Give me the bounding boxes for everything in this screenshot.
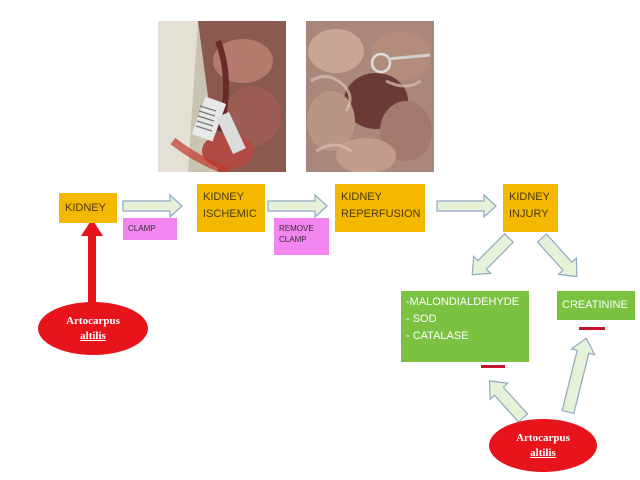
- reperfusion-box-line1: KIDNEY: [341, 191, 382, 203]
- arrow-injury-to-creatinine: [536, 233, 578, 278]
- creatinine-decrease-minus: [579, 327, 605, 330]
- kidney-box: KIDNEY: [59, 193, 117, 223]
- injury-box-line1: KIDNEY: [509, 191, 550, 203]
- arrow-treatment-to-oxidative: [488, 380, 529, 423]
- kidney-reperfusion-box: KIDNEY REPERFUSION: [335, 184, 425, 232]
- oval-left-line2: altilis: [80, 329, 106, 342]
- remove-clamp-label: REMOVE CLAMP: [274, 218, 329, 255]
- marker-creatinine: CREATININE: [562, 299, 628, 311]
- oval-right-line1: Artocarpus: [516, 431, 570, 444]
- arrow-treatment-to-creatinine: [561, 337, 596, 415]
- marker-malondialdehyde: -MALONDIALDEHYDE: [406, 296, 520, 308]
- kidney-injury-box: KIDNEY INJURY: [503, 184, 558, 232]
- red-arrow-treatment-to-kidney: [81, 219, 103, 303]
- oval-left-line1: Artocarpus: [66, 314, 120, 327]
- artocarpus-altilis-oval-left: Artocarpus altilis: [38, 302, 148, 355]
- oxidative-decrease-minus: [481, 365, 505, 368]
- marker-sod: - SOD: [406, 313, 437, 325]
- remove-clamp-line1: REMOVE: [279, 224, 314, 233]
- arrow-injury-to-oxidative: [471, 232, 515, 276]
- oxidative-markers-box: -MALONDIALDEHYDE - SOD - CATALASE: [401, 291, 529, 362]
- ischemic-box-line2: ISCHEMIC: [203, 208, 257, 220]
- clamp-label-text: CLAMP: [128, 224, 156, 233]
- kidney-ischemic-box: KIDNEY ISCHEMIC: [197, 184, 265, 232]
- kidney-box-line1: KIDNEY: [65, 202, 106, 214]
- clamp-label: CLAMP: [123, 218, 177, 240]
- remove-clamp-line2: CLAMP: [279, 235, 307, 244]
- arrow-kidney-to-ischemic: [122, 193, 183, 219]
- reperfusion-photo: [306, 21, 434, 172]
- ischemic-box-line1: KIDNEY: [203, 191, 244, 203]
- injury-box-line2: INJURY: [509, 208, 549, 220]
- reperfusion-box-line2: REPERFUSION: [341, 208, 421, 220]
- clamp-photo: [158, 21, 286, 172]
- marker-catalase: - CATALASE: [406, 330, 469, 342]
- artocarpus-altilis-oval-right: Artocarpus altilis: [489, 419, 597, 472]
- oval-right-line2: altilis: [530, 446, 556, 459]
- arrow-reperfusion-to-injury: [436, 193, 497, 219]
- arrow-ischemic-to-reperfusion: [267, 193, 328, 219]
- creatinine-box: CREATININE: [557, 291, 635, 320]
